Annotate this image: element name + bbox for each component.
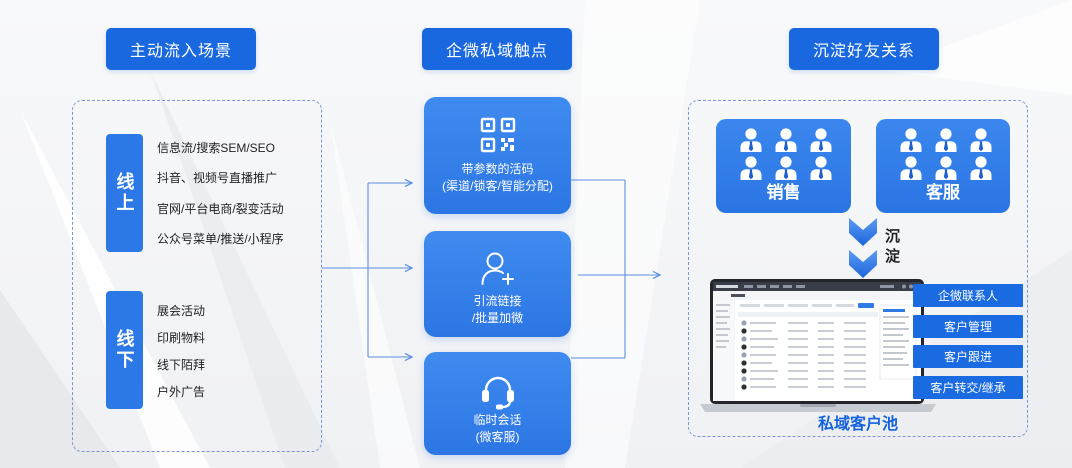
- feature-customer-follow-up: 客户跟进: [913, 345, 1023, 368]
- feature-customer-transfer: 客户转交/继承: [913, 376, 1023, 399]
- touchpoint-card-qr: 带参数的活码 (渠道/锁客/智能分配): [424, 97, 571, 214]
- person-icon: [810, 128, 832, 152]
- laptop-base: [700, 404, 936, 412]
- person-icon: [900, 128, 922, 152]
- add-user-icon: [481, 252, 514, 285]
- person-icon: [900, 156, 922, 180]
- offline-channel-list: 展会活动 印刷物料 线下陌拜 户外广告: [157, 302, 205, 401]
- touchpoint-title: 临时会话: [473, 413, 522, 427]
- touchpoint-card-text: 临时会话 (微客服): [424, 412, 571, 446]
- touchpoint-card-text: 引流链接 /批量加微: [424, 293, 571, 327]
- offline-tag-label: 线下: [114, 329, 135, 371]
- laptop-popup-menu: [879, 304, 917, 380]
- channel-item: 户外广告: [157, 385, 206, 399]
- channel-item: 线下陌拜: [157, 358, 206, 372]
- qr-code-icon: [480, 117, 515, 153]
- laptop-icon: [700, 279, 936, 412]
- feature-contacts: 企微联系人: [913, 284, 1023, 307]
- relationships-header: 沉淀好友关系: [789, 28, 939, 70]
- online-channel-list: 信息流/搜索SEM/SEO 抖音、视频号直播推广 官网/平台电商/裂变活动 公众…: [157, 139, 284, 248]
- channel-item: 抖音、视频号直播推广: [157, 171, 278, 186]
- person-icon: [775, 128, 797, 152]
- person-icon: [775, 156, 797, 180]
- person-icon: [970, 156, 992, 180]
- team-label: 客服: [926, 183, 960, 202]
- touchpoint-card-chat: 临时会话 (微客服): [424, 352, 571, 455]
- offline-tag: 线下: [106, 291, 143, 409]
- channel-item: 官网/平台电商/裂变活动: [157, 201, 284, 216]
- touchpoints-header: 企微私域触点: [422, 28, 572, 70]
- person-icon: [970, 128, 992, 152]
- touchpoint-title: 引流链接: [473, 294, 522, 308]
- relationships-panel: [688, 100, 1028, 437]
- double-chevron-down-icon: [849, 218, 877, 278]
- channel-item: 信息流/搜索SEM/SEO: [157, 141, 276, 155]
- touchpoint-card-text: 带参数的活码 (渠道/锁客/智能分配): [424, 161, 571, 195]
- touchpoint-subtitle: (微客服): [475, 430, 520, 444]
- flow-label: 沉淀: [883, 228, 900, 268]
- sources-header: 主动流入场景: [106, 28, 256, 70]
- channel-item: 展会活动: [157, 304, 206, 318]
- private-customer-pool-label: 私域客户池: [817, 416, 898, 433]
- touchpoint-subtitle: /批量加微: [471, 311, 524, 325]
- person-icon: [740, 156, 762, 180]
- sources-panel: [72, 100, 322, 452]
- channel-item: 印刷物料: [157, 331, 206, 345]
- touchpoint-card-link: 引流链接 /批量加微: [424, 231, 571, 337]
- team-label: 销售: [766, 183, 801, 202]
- touchpoint-subtitle: (渠道/锁客/智能分配): [442, 179, 553, 193]
- person-icon: [740, 128, 762, 152]
- headset-icon: [481, 376, 514, 410]
- team-service: 客服: [876, 119, 1010, 213]
- team-sales: 销售: [716, 119, 851, 213]
- person-icon: [935, 128, 957, 152]
- touchpoint-title: 带参数的活码: [461, 162, 534, 176]
- channel-item: 公众号菜单/推送/小程序: [157, 231, 284, 246]
- person-icon: [810, 156, 832, 180]
- online-tag-label: 线上: [114, 172, 135, 214]
- feature-customer-management: 客户管理: [913, 315, 1023, 338]
- online-tag: 线上: [106, 134, 143, 252]
- person-icon: [935, 156, 957, 180]
